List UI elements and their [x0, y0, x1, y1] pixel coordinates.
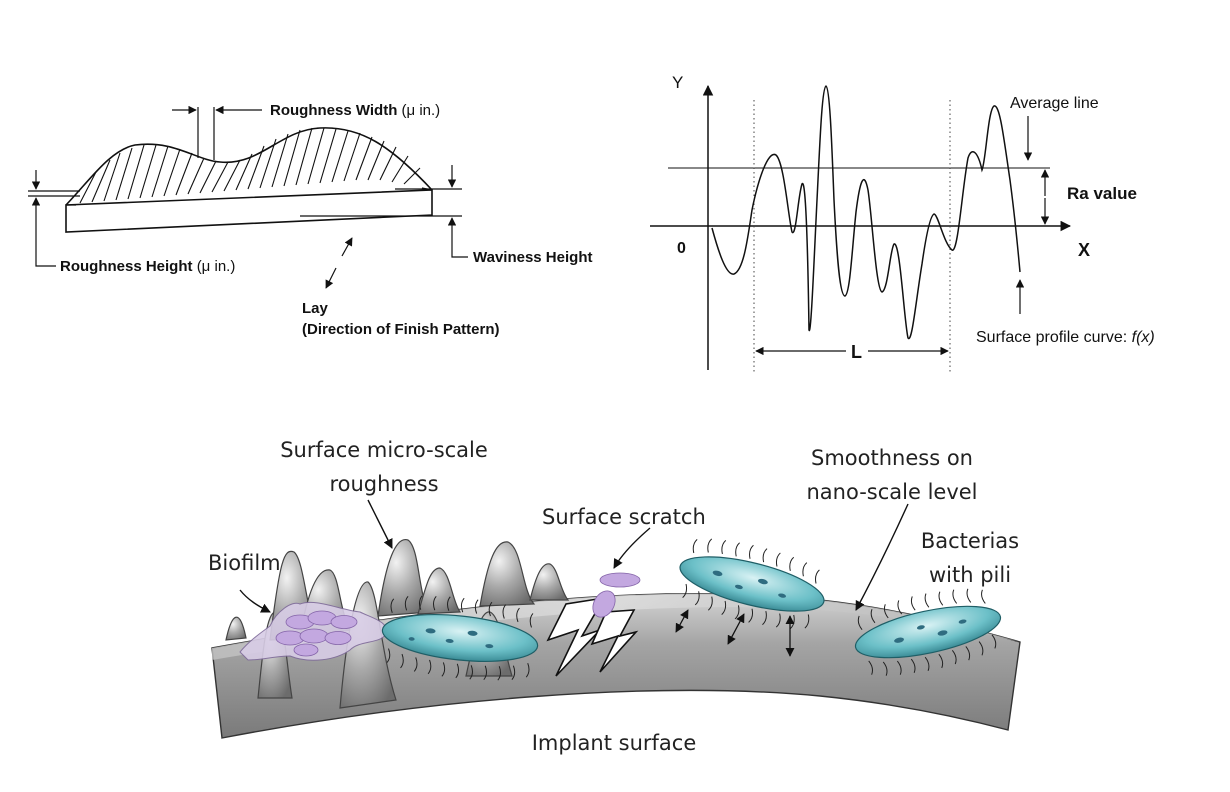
roughness-height-dimension: [28, 170, 80, 267]
waviness-height-label: Waviness Height: [473, 249, 592, 266]
smoothness-label-line2: nano-scale level: [806, 480, 977, 504]
roughness-width-dimension: [172, 105, 262, 160]
bacterium-1: [381, 595, 539, 681]
sample-length-label: L: [851, 342, 862, 362]
micro-roughness-label-line1: Surface micro-scale: [280, 438, 488, 462]
smoothness-label-line1: Smoothness on: [811, 446, 973, 470]
waviness-height-dimension: [300, 165, 468, 258]
ra-profile-graph: Y X 0 L Ra value Average line Surface pr…: [650, 73, 1155, 372]
bacterium-2: [679, 538, 825, 629]
bacteria-label-line2: with pili: [929, 563, 1011, 587]
specimen-slab: [65, 189, 433, 233]
biofilm-label: Biofilm: [208, 551, 281, 575]
x-axis-label: X: [1078, 240, 1090, 260]
bacteria-label-line1: Bacterias: [921, 529, 1019, 553]
ra-value-label: Ra value: [1067, 184, 1137, 203]
origin-label: 0: [677, 240, 686, 257]
bacterium-3: [854, 588, 1002, 676]
surface-profile-curve: [711, 85, 1021, 340]
roughness-waviness-diagram: Roughness Width (μ in.) Roughness Height…: [28, 102, 592, 338]
biofilm-cluster: [239, 601, 388, 661]
profile-curve-label: Surface profile curve: f(x): [976, 329, 1155, 346]
roughness-width-label: Roughness Width (μ in.): [270, 102, 440, 119]
lay-label: Lay: [302, 300, 329, 317]
lay-sublabel: (Direction of Finish Pattern): [302, 321, 500, 338]
label-pointers: [239, 499, 909, 613]
y-axis-label: Y: [672, 73, 683, 92]
scratch-label: Surface scratch: [542, 505, 706, 529]
average-line-label: Average line: [1010, 95, 1099, 112]
roughness-striations: [79, 127, 421, 204]
adhesion-arrows: [675, 609, 795, 657]
wavy-surface: [65, 127, 433, 206]
roughness-height-label: Roughness Height (μ in.): [60, 258, 235, 275]
implant-biofilm-illustration: Surface micro-scale roughness Biofilm Su…: [208, 438, 1021, 755]
micro-roughness-label-line2: roughness: [329, 472, 438, 496]
implant-surface-label: Implant surface: [532, 731, 697, 755]
surface-scratch-shape: [546, 572, 641, 677]
lay-direction-arrow: [325, 237, 353, 289]
